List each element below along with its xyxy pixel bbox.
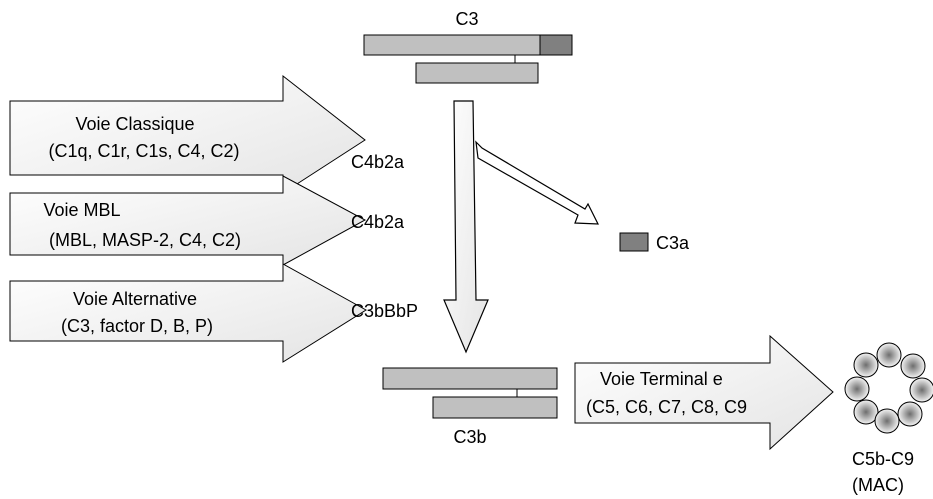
- pathway-arrow-classique: Voie Classique (C1q, C1r, C1s, C4, C2): [9, 74, 366, 194]
- pathway-classique-name: Voie Classique: [75, 114, 194, 134]
- convertase-alternative-label: C3bBbP: [351, 301, 418, 321]
- cleavage-arrow-down: [443, 100, 489, 354]
- c3b-protein: [382, 367, 558, 419]
- terminal-pathway-arrow: Voie Terminal e (C5, C6, C7, C8, C9: [574, 334, 834, 451]
- pathway-alternative-name: Voie Alternative: [73, 289, 197, 309]
- pathway-alternative-components: (C3, factor D, B, P): [61, 316, 213, 336]
- c3b-label: C3b: [453, 427, 486, 447]
- cleavage-arrow-c3a: [475, 140, 599, 225]
- c3-protein: [363, 34, 573, 84]
- terminal-pathway-components: (C5, C6, C7, C8, C9: [586, 397, 747, 417]
- c3-label: C3: [455, 9, 478, 29]
- pathway-mbl-name: Voie MBL: [43, 200, 120, 220]
- c3a-fragment: [619, 232, 649, 252]
- c3a-label: C3a: [656, 233, 690, 253]
- pathway-arrow-mbl: Voie MBL (MBL, MASP-2, C4, C2): [9, 175, 367, 266]
- convertase-mbl-label: C4b2a: [351, 212, 405, 232]
- mac-sublabel: (MAC): [852, 475, 904, 495]
- mac-complex: [844, 342, 933, 434]
- mac-label: C5b-C9: [852, 449, 914, 469]
- pathway-arrow-alternative: Voie Alternative (C3, factor D, B, P): [9, 263, 367, 363]
- pathway-mbl-components: (MBL, MASP-2, C4, C2): [49, 230, 241, 250]
- pathway-classique-components: (C1q, C1r, C1s, C4, C2): [48, 141, 239, 161]
- terminal-pathway-name: Voie Terminal e: [600, 369, 723, 389]
- convertase-classique-label: C4b2a: [351, 152, 405, 172]
